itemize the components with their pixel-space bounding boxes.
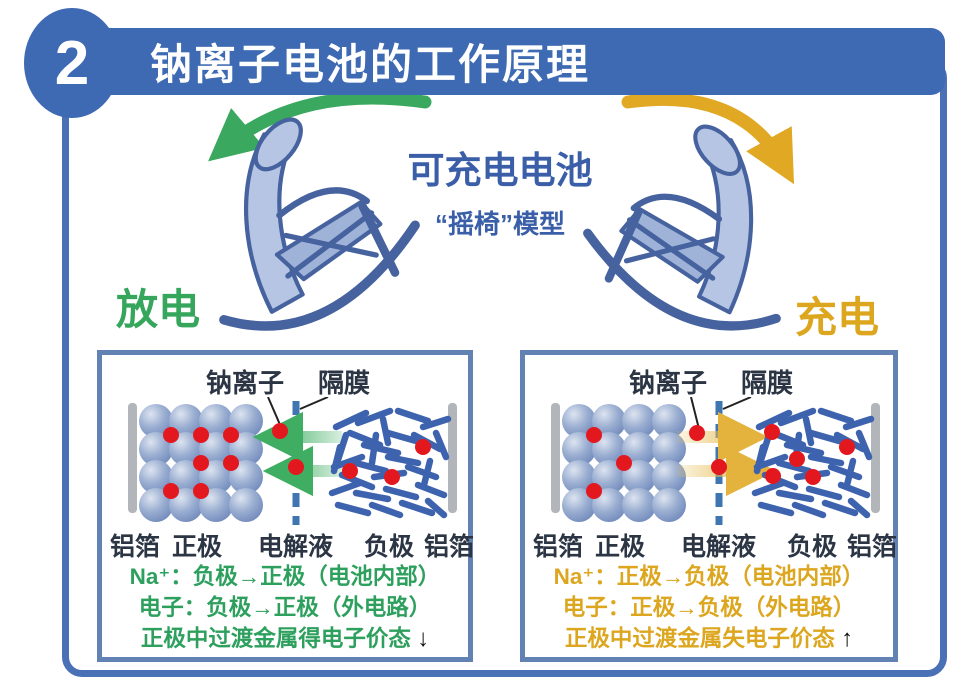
charge-note-line3: 正极中过渡金属失电子价态 ↑ [564,625,854,652]
ion-pointer-line [267,397,282,428]
sodium-ions-in-cathode [586,427,632,499]
discharge-label: 放电 [116,286,201,333]
section-number: 2 [54,28,90,98]
sodium-ions-in-cathode [163,427,239,499]
sodium-ion-label: 钠离子 [206,368,285,398]
foil-bar-left [128,403,137,513]
charge-panel: 钠离子 隔膜 铝箔 [520,350,898,662]
charge-arrow-icon [621,92,795,185]
foil-label-left: 铝箔 [533,533,584,561]
discharge-arrow-icon [208,91,432,162]
sodium-ions-in-anode [342,439,431,485]
anode-label: 负极 [787,533,838,561]
charge-cell-illustration [551,397,880,525]
foil-bar-right [871,403,880,513]
foil-bar-right [448,403,457,513]
valence-down-arrow: ↓ [417,625,430,652]
electrolyte-label: 电解液 [258,533,334,561]
charge-label: 充电 [795,294,880,341]
charge-note-line2: 电子：正极→负极（外电路） [562,595,856,620]
cathode-sphere-lattice [562,404,686,522]
discharge-note-line2: 电子：负极→正极（外电路） [138,595,432,620]
cathode-label: 正极 [595,533,646,561]
page-title: 钠离子电池的工作原理 [150,41,591,88]
header-bar: 钠离子电池的工作原理 [95,28,945,95]
migrating-ion-1 [689,425,705,441]
discharge-note-line3: 正极中过渡金属得电子价态 ↓ [140,625,430,652]
foil-label-right: 铝箔 [847,533,898,561]
model-title-block: 可充电电池 “摇椅”模型 [380,140,620,241]
charge-notes: Na⁺：正极→负极（电池内部） 电子：正极→负极（外电路） 正极中过渡金属失电子… [525,561,893,654]
discharge-note-line1: Na⁺：负极→正极（电池内部） [129,564,441,589]
migrating-ion-2 [288,459,304,475]
foil-label-right: 铝箔 [424,533,475,561]
discharge-cell-illustration [128,397,457,525]
discharge-panel: 钠离子 隔膜 [97,350,475,662]
separator-pointer-line [299,397,329,410]
anode-carbon-sticks [332,411,448,515]
migrating-ion-2 [711,459,727,475]
charge-note-line1: Na⁺：正极→负极（电池内部） [553,564,865,589]
cathode-label: 正极 [172,533,223,561]
foil-bar-left [551,403,560,513]
discharge-notes: Na⁺：负极→正极（电池内部） 电子：负极→正极（外电路） 正极中过渡金属得电子… [102,561,468,654]
rocking-arrows [208,91,795,185]
valence-up-arrow: ↑ [841,625,854,652]
anode-label: 负极 [364,533,415,561]
separator-pointer-line [722,397,752,410]
sodium-ion-label: 钠离子 [629,368,708,398]
model-subtitle: “摇椅”模型 [434,209,565,239]
separator-label: 隔膜 [741,368,794,398]
model-title: 可充电电池 [407,150,593,191]
separator-label: 隔膜 [318,368,371,398]
ion-pointer-line [690,397,700,430]
sodium-ions-in-anode [764,424,855,485]
migrating-ion-1 [272,423,288,439]
foil-label-left: 铝箔 [110,533,161,561]
electrolyte-label: 电解液 [681,533,757,561]
section-number-badge: 2 [24,8,120,118]
